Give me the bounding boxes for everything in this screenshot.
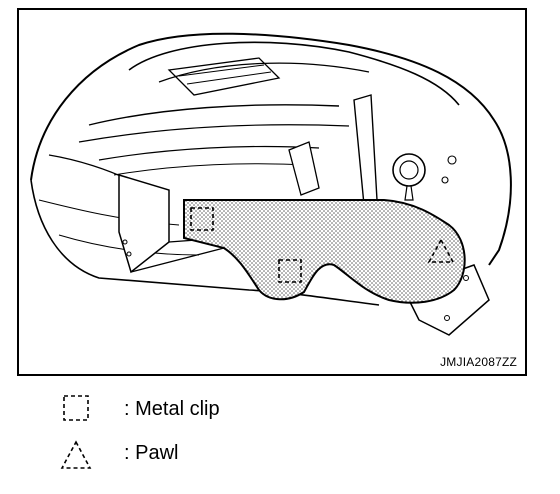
rail-3 <box>98 145 320 161</box>
rail-1 <box>88 104 340 126</box>
rail-4 <box>113 163 310 176</box>
upper-ridge <box>158 62 370 83</box>
vent-slat-2 <box>186 71 272 85</box>
hatched-finisher <box>183 199 466 304</box>
upper-cover <box>128 41 460 106</box>
legend-label: : Metal clip <box>124 398 220 420</box>
vent-slat-1 <box>178 64 265 77</box>
dashed-square-icon <box>63 395 89 421</box>
legend-item-metal-clip: : Metal clip <box>58 392 358 436</box>
knob-outer <box>392 153 426 187</box>
metal-clip-marker <box>190 207 214 231</box>
legend-label: : Pawl <box>124 442 179 464</box>
center-post <box>288 141 320 196</box>
dashed-triangle-icon <box>60 440 92 469</box>
rail-5 <box>48 154 130 181</box>
diagram-figure: JMJIA2087ZZ <box>17 8 527 376</box>
rail-2 <box>78 124 350 143</box>
right-bracket <box>353 94 378 206</box>
vent-frame <box>167 57 281 96</box>
panel-outline <box>30 32 512 266</box>
door-trim-illustration <box>30 32 512 336</box>
legend: : Metal clip : Pawl <box>58 392 358 480</box>
panel-lower-edge <box>30 179 380 306</box>
pawl-marker <box>427 238 455 263</box>
left-bracket <box>118 173 170 274</box>
knob-inner <box>399 160 419 180</box>
figure-code: JMJIA2087ZZ <box>440 355 517 369</box>
metal-clip-marker <box>278 259 302 283</box>
legend-item-pawl: : Pawl <box>58 436 358 480</box>
